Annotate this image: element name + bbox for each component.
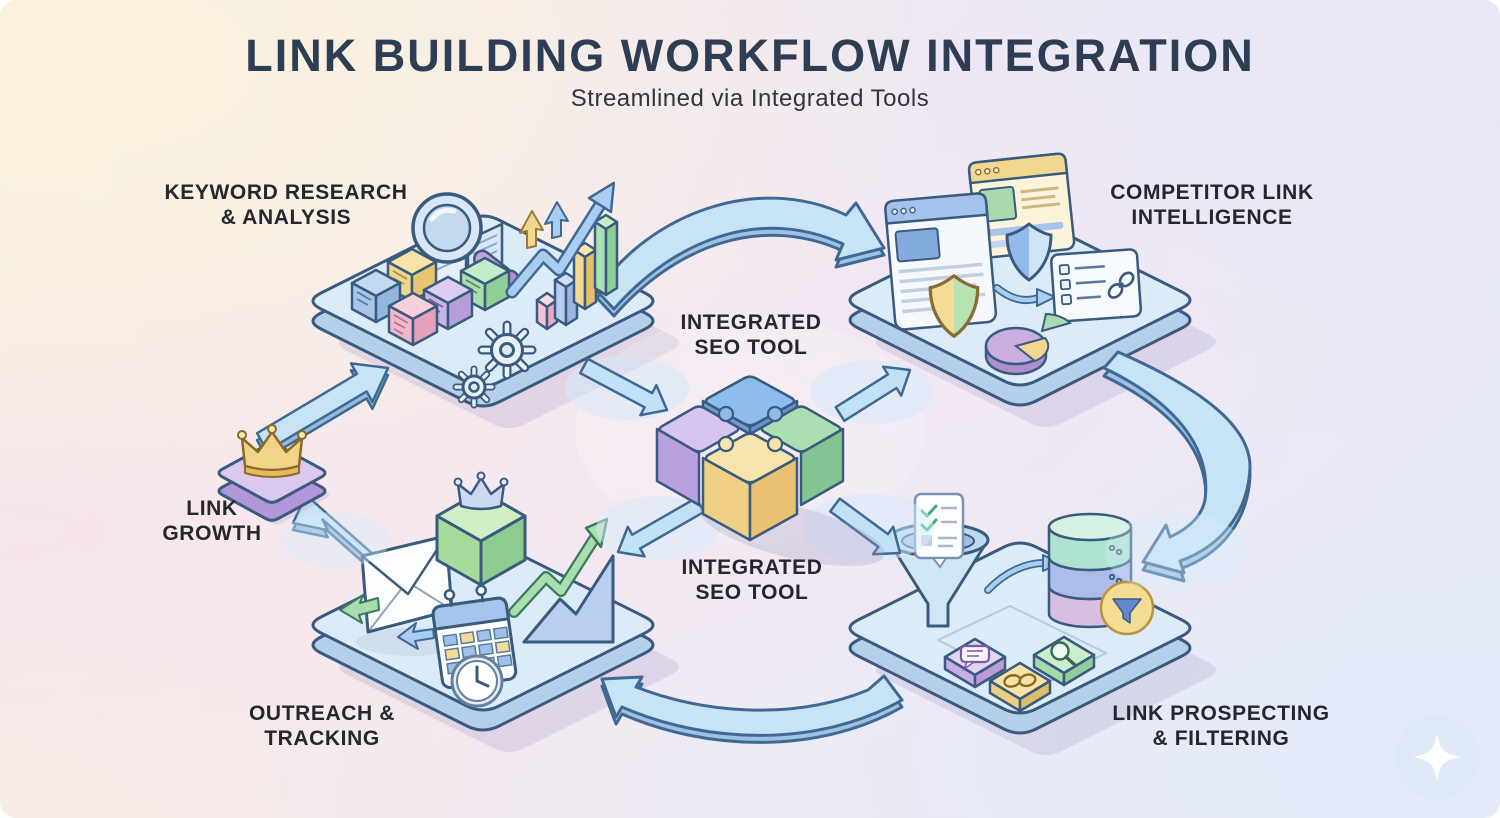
page-subtitle: Streamlined via Integrated Tools [570, 85, 930, 112]
label-outreach-tracking: OUTREACH & TRACKING [249, 701, 395, 750]
puzzle-piece-purple [655, 405, 740, 507]
page-title: LINK BUILDING WORKFLOW INTEGRATION [245, 30, 1255, 81]
shield-icon [1005, 222, 1053, 282]
chain-tile-icon [988, 661, 1052, 713]
crown-icon [237, 424, 307, 478]
back-arrow-icon [397, 622, 435, 650]
puzzle-piece-yellow [701, 432, 799, 542]
search-tile-icon [1032, 635, 1096, 687]
keyword-research-icons [350, 181, 619, 409]
link-growth-podium [217, 424, 329, 525]
label-link-prospecting: LINK PROSPECTING & FILTERING [1112, 701, 1330, 750]
arrow-hub-to-outreach [616, 496, 706, 558]
filter-badge-icon [1099, 580, 1155, 636]
shield-icon-gold [928, 274, 980, 338]
bar-chart-icon [535, 213, 619, 331]
arrow-prospecting-to-outreach [600, 674, 904, 744]
keyword-cubes-icon [350, 247, 511, 347]
label-competitor-intelligence: COMPETITOR LINK INTELLIGENCE [1110, 180, 1314, 229]
arrow-hub-to-prospecting [828, 497, 902, 556]
chat-tile-icon [943, 637, 1007, 689]
backlink-card-icon [1050, 248, 1143, 323]
label-keyword-research: KEYWORD RESEARCH & ANALYSIS [164, 180, 408, 229]
label-link-growth: LINK GROWTH [162, 496, 262, 545]
crown-icon [453, 471, 509, 511]
puzzle-pieces-icon [655, 375, 885, 567]
label-integrated-seo-tool-bottom: INTEGRATED SEO TOOL [681, 555, 823, 604]
gear-icon-small [452, 365, 496, 409]
arrow-competitor-to-prospecting [1102, 350, 1252, 583]
arrow-hub-to-competitor [834, 365, 912, 423]
chain-link-icon [1107, 271, 1135, 299]
arrow-keyword-to-competitor [595, 196, 886, 318]
envelope-icon [360, 534, 454, 634]
gear-icon [477, 320, 537, 380]
crown-cube-icon [435, 471, 527, 587]
send-arrow-icon [339, 594, 380, 624]
clock-icon [450, 654, 504, 708]
sparkle-icon [1395, 715, 1479, 799]
arrow-keyword-to-hub [578, 357, 669, 417]
growth-arrow-icon [505, 181, 616, 299]
curved-mini-arrow-icon [993, 284, 1056, 307]
outreach-tracking-icons [339, 471, 615, 708]
pie-chart-icon [984, 312, 1072, 376]
competitor-intelligence-icons [884, 152, 1143, 376]
arrow-link-growth-to-keyword [255, 362, 390, 460]
label-integrated-seo-tool-top: INTEGRATED SEO TOOL [680, 310, 822, 359]
